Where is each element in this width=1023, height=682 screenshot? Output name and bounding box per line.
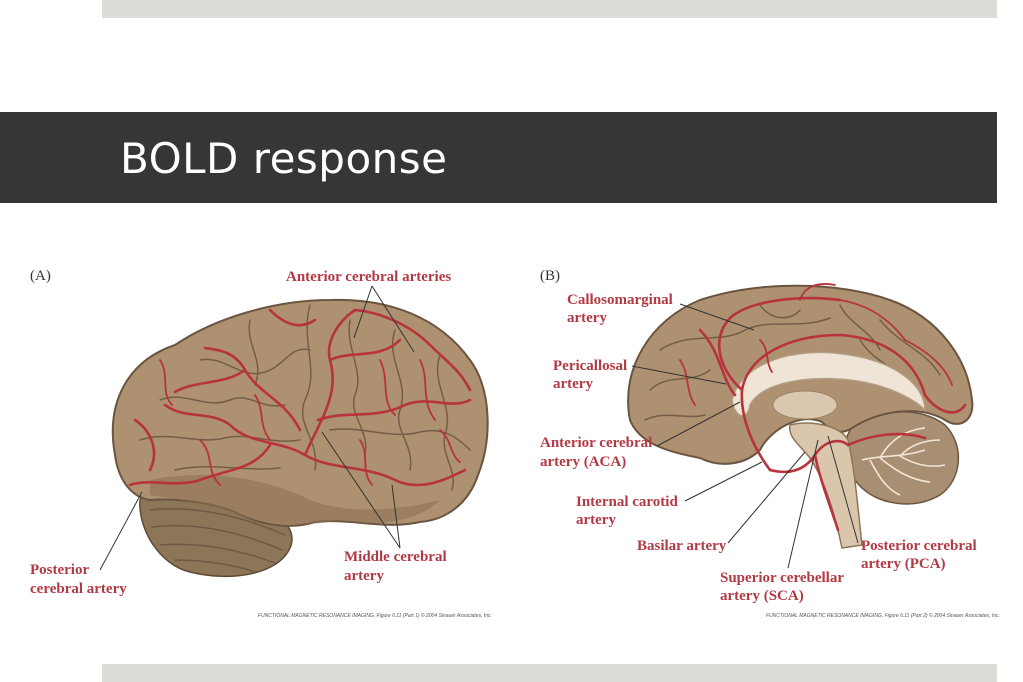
label-aca-line1: Anterior cerebral: [540, 435, 652, 451]
label-basilar-artery: Basilar artery: [637, 538, 727, 554]
leader-pca: [827, 435, 859, 544]
leader-sca: [787, 439, 819, 569]
label-sca-line2: artery (SCA): [720, 588, 804, 604]
medial-arteries: [698, 296, 967, 532]
leader-anterior-1: [353, 285, 373, 339]
leader-callosomarginal: [679, 303, 755, 331]
cerebrum-shade: [150, 475, 440, 525]
brainstem: [789, 422, 863, 549]
small-arteries: [159, 359, 461, 486]
label-pca-line2: artery (PCA): [861, 556, 946, 572]
bottom-decor-strip: [102, 664, 997, 682]
label-callosomarginal-line2: artery: [567, 310, 607, 326]
credit-panel-a: FUNCTIONAL MAGNETIC RESONANCE IMAGING, F…: [258, 612, 492, 619]
label-pericallosal-line1: Pericallosal: [553, 358, 627, 374]
corpus-callosum: [731, 351, 926, 417]
title-bar: [0, 112, 997, 203]
label-middle-cerebral-line1: Middle cerebral: [344, 549, 447, 565]
leader-pericallosal: [631, 365, 727, 385]
label-aca-line2: artery (ACA): [540, 454, 626, 470]
thalamus: [772, 390, 838, 420]
label-anterior-cerebral-arteries: Anterior cerebral arteries: [286, 269, 451, 285]
label-sca-line1: Superior cerebellar: [720, 570, 844, 586]
label-posterior-cerebral-line1: Posterior: [30, 562, 89, 578]
label-posterior-cerebral-line2: cerebral artery: [30, 581, 127, 597]
panel-b: (B): [540, 268, 1000, 619]
slide-title: BOLD response: [120, 134, 448, 183]
cortical-arteries: [128, 308, 472, 487]
leader-middle-1: [321, 431, 401, 549]
label-internal-carotid-line1: Internal carotid: [576, 494, 678, 510]
label-callosomarginal-line1: Callosomarginal: [567, 292, 673, 308]
leader-basilar: [727, 451, 806, 544]
leader-anterior-2: [371, 285, 415, 353]
leader-aca: [656, 401, 741, 447]
arbor-vitae: [861, 427, 946, 496]
small-medial-arteries: [679, 283, 953, 406]
top-decor-strip: [102, 0, 997, 18]
panel-b-label: (B): [540, 268, 560, 284]
label-middle-cerebral-line2: artery: [344, 568, 384, 584]
leader-posterior: [99, 491, 143, 571]
label-pericallosal-line2: artery: [553, 376, 593, 392]
leader-middle-2: [391, 484, 401, 549]
panel-a-label: (A): [30, 268, 51, 284]
credit-panel-b: FUNCTIONAL MAGNETIC RESONANCE IMAGING, F…: [766, 612, 1000, 619]
cerebellum-folds: [149, 507, 286, 573]
panel-a: (A): [30, 268, 492, 619]
label-pca-line1: Posterior cerebral: [861, 538, 977, 554]
label-internal-carotid-line2: artery: [576, 512, 616, 528]
leader-internal-carotid: [684, 461, 763, 502]
